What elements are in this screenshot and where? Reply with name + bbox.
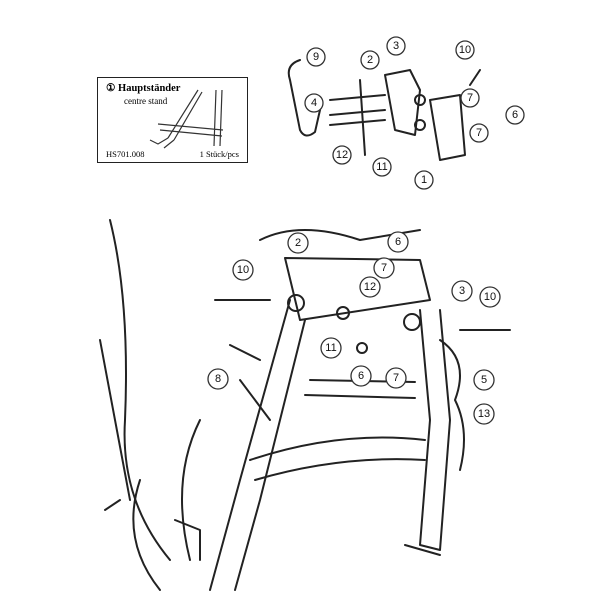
svg-text:9: 9: [313, 51, 319, 63]
svg-text:10: 10: [459, 44, 471, 56]
callout: 9: [306, 47, 326, 67]
svg-text:5: 5: [481, 374, 487, 386]
callout: 13: [473, 403, 495, 425]
svg-text:11: 11: [376, 161, 387, 173]
svg-text:6: 6: [512, 109, 518, 121]
callout: 6: [387, 231, 409, 253]
callout: 2: [360, 50, 380, 70]
svg-text:10: 10: [484, 291, 496, 303]
legend-title: ① Hauptständer: [106, 83, 181, 94]
callout: 11: [320, 337, 342, 359]
callout: 3: [386, 36, 406, 56]
callout: 4: [304, 93, 324, 113]
callout: 6: [505, 105, 525, 125]
svg-text:3: 3: [393, 40, 399, 52]
svg-text:13: 13: [478, 408, 490, 420]
callout: 12: [359, 276, 381, 298]
callout: 7: [460, 88, 480, 108]
callout: 7: [385, 367, 407, 389]
main-stand-assembly: [99, 219, 511, 591]
callout: 7: [469, 123, 489, 143]
callout: 10: [455, 40, 475, 60]
part-legend-box: ① Hauptständer centre stand HS701.008 1 …: [97, 77, 248, 163]
svg-text:12: 12: [336, 149, 348, 161]
callout: 5: [473, 369, 495, 391]
callout: 12: [332, 145, 352, 165]
svg-text:2: 2: [367, 54, 373, 66]
svg-text:6: 6: [358, 370, 364, 382]
callout: 2: [287, 232, 309, 254]
svg-text:11: 11: [325, 342, 336, 354]
callout: 1: [414, 170, 434, 190]
callout: 11: [372, 157, 392, 177]
callout: 10: [479, 286, 501, 308]
detail-bracket-view: [287, 59, 481, 161]
svg-text:7: 7: [476, 127, 482, 139]
svg-text:7: 7: [393, 372, 399, 384]
callout: 7: [373, 257, 395, 279]
callout: 8: [207, 368, 229, 390]
svg-text:12: 12: [364, 281, 376, 293]
svg-text:4: 4: [311, 97, 317, 109]
svg-text:10: 10: [237, 264, 249, 276]
callout: 6: [350, 365, 372, 387]
svg-text:6: 6: [395, 236, 401, 248]
svg-text:3: 3: [459, 285, 465, 297]
svg-text:1: 1: [421, 174, 427, 186]
legend-part-code: HS701.008: [106, 149, 145, 159]
centre-stand-thumbnail: [149, 89, 224, 149]
callouts: 9 2 3 10 4 7 6 7 12 11 1 2 6 10 7 12 3 1…: [207, 36, 525, 425]
callout: 10: [232, 259, 254, 281]
legend-subtitle: centre stand: [124, 96, 168, 106]
svg-text:2: 2: [295, 237, 301, 249]
callout: 3: [451, 280, 473, 302]
legend-quantity: 1 Stück/pcs: [199, 149, 239, 159]
svg-text:7: 7: [381, 262, 387, 274]
svg-text:7: 7: [467, 92, 473, 104]
svg-text:8: 8: [215, 373, 221, 385]
